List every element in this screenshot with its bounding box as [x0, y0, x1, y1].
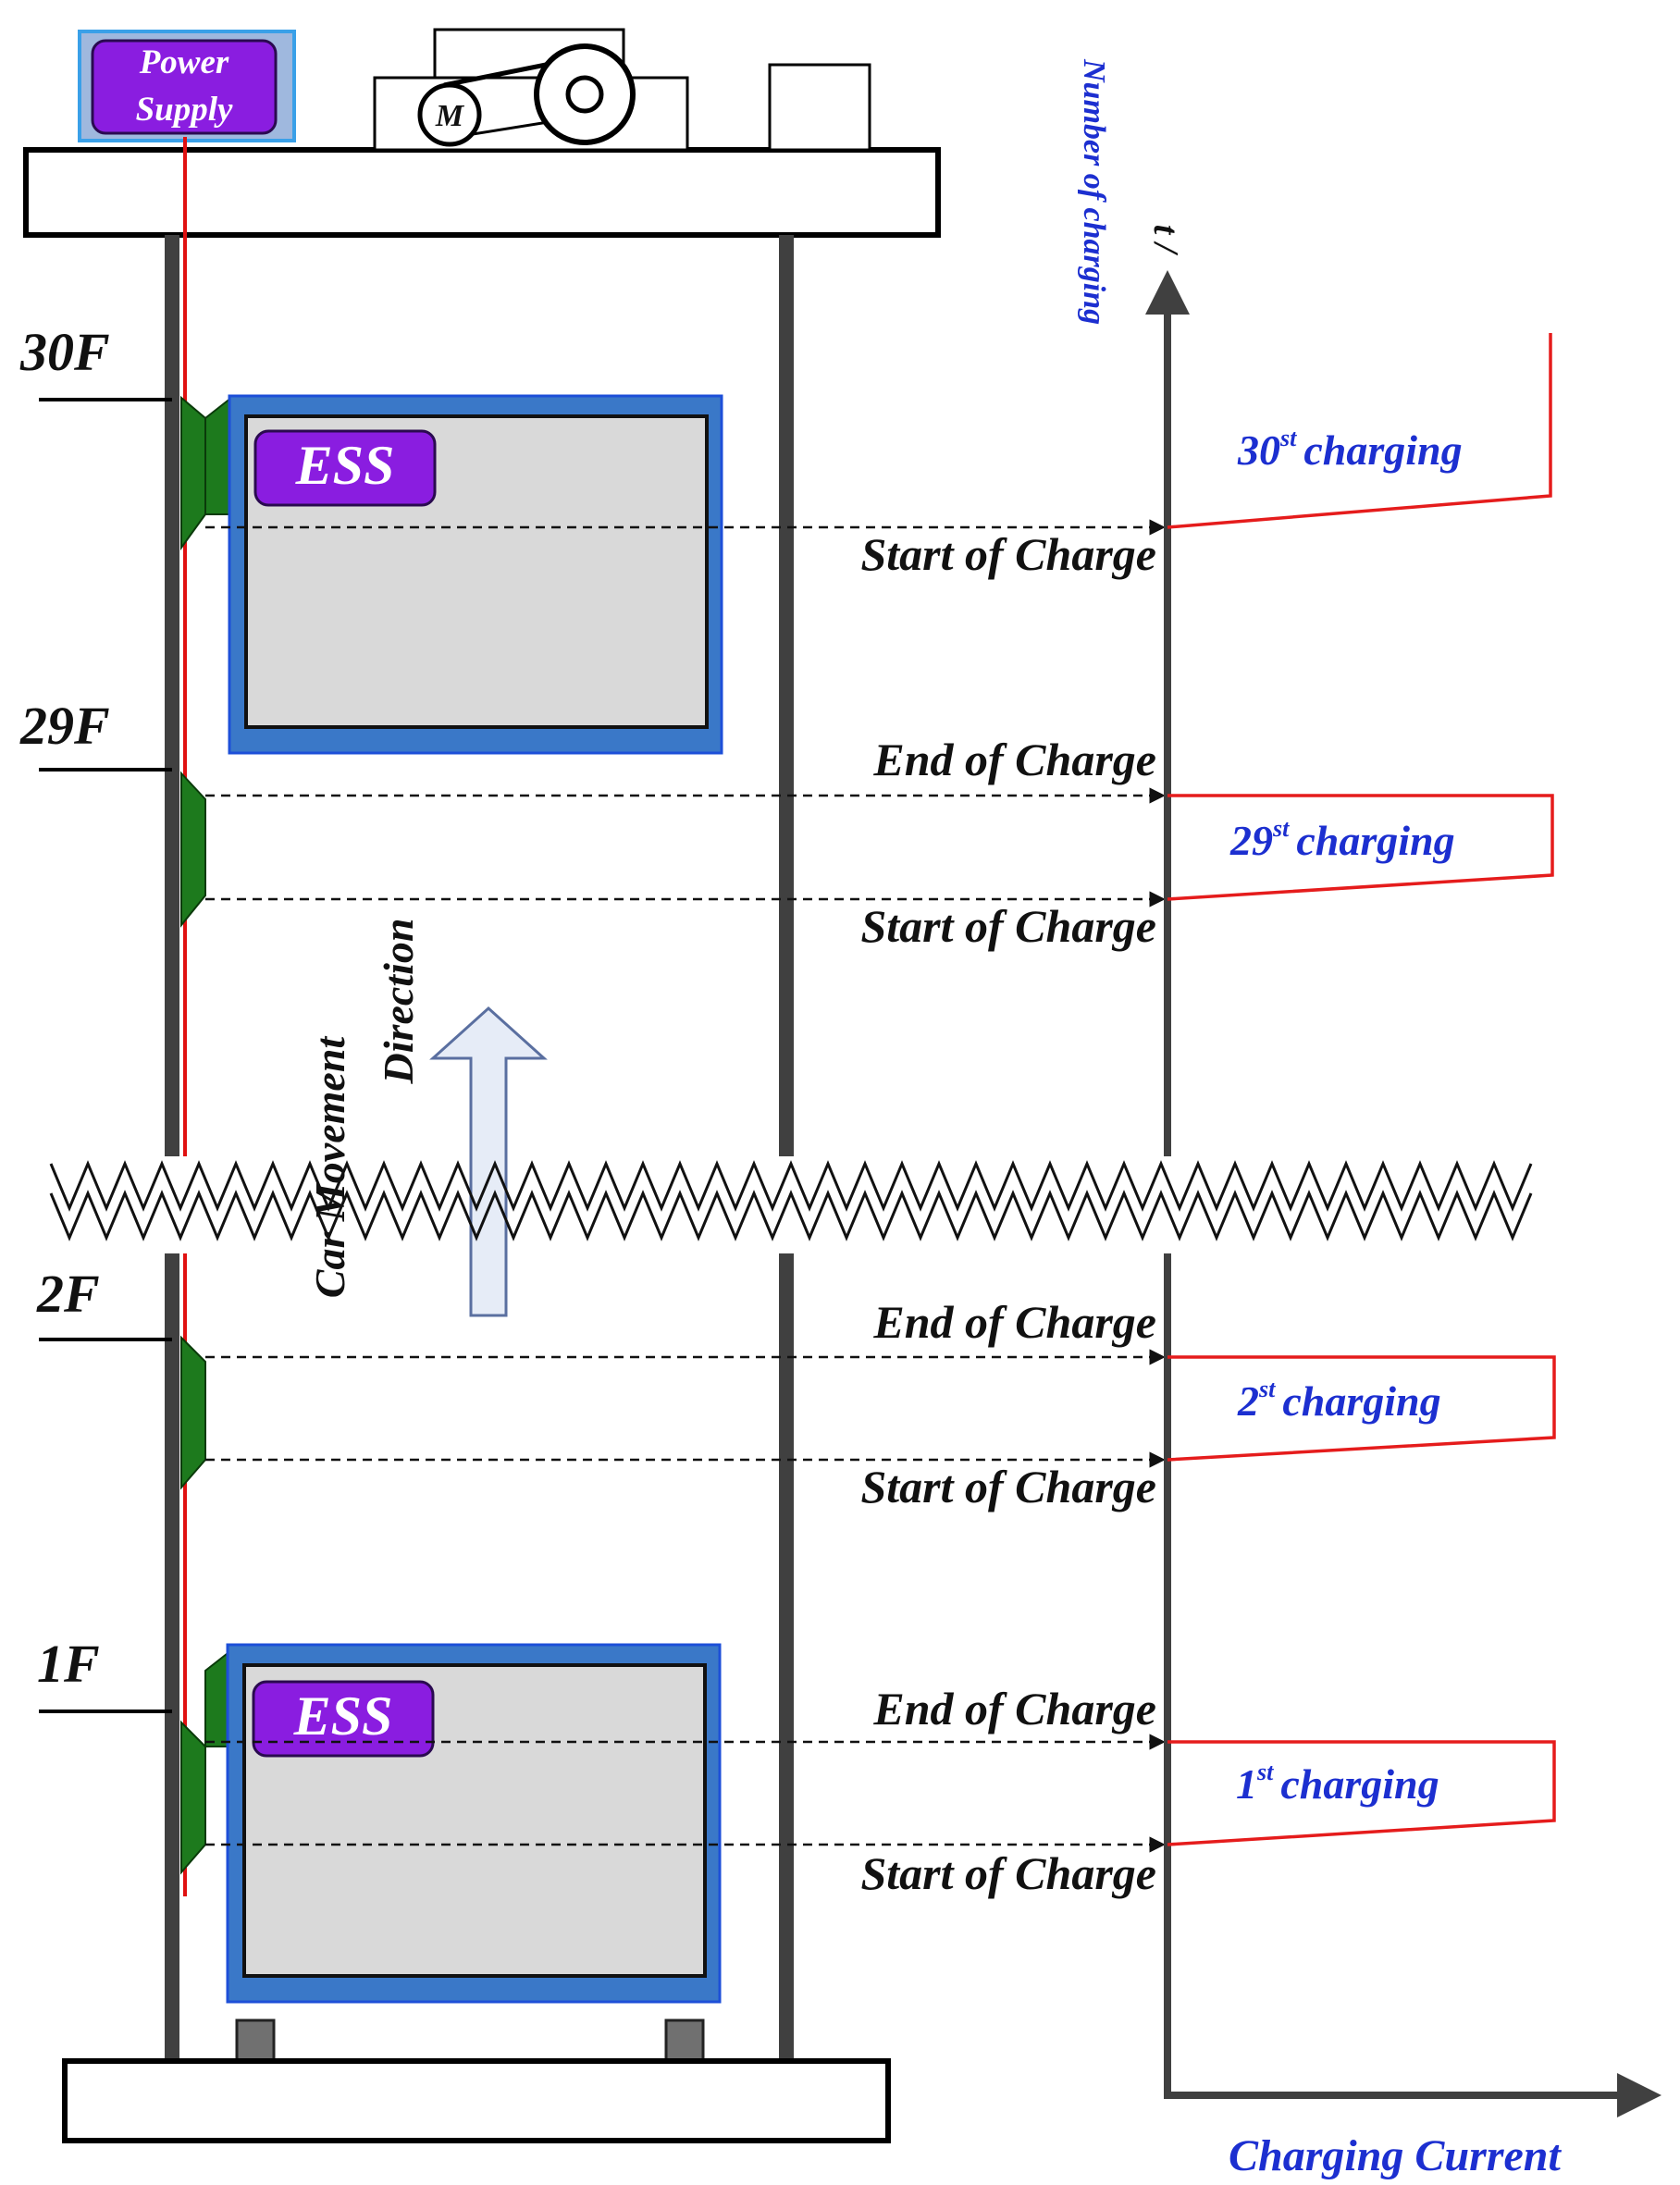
ess-label-top: ESS: [295, 435, 395, 496]
end-of-charge-2: End of Charge: [872, 1296, 1156, 1348]
y-axis-label-line1: t /: [1146, 225, 1185, 256]
start-of-charge-1: Start of Charge: [860, 1847, 1156, 1899]
charging-curves: [1167, 333, 1556, 1846]
diagram-break: [49, 1160, 1533, 1241]
floor-label-29f: 29F: [19, 696, 110, 756]
shoe-29f: [180, 771, 206, 928]
power-supply-label-line2: Supply: [136, 91, 233, 129]
shoe-1f: [180, 1720, 206, 1875]
x-axis-label: Charging Current: [1229, 2131, 1562, 2180]
floor-label-1f: 1F: [37, 1634, 100, 1694]
curve-1: [1167, 1740, 1556, 1846]
curve-2: [1167, 1355, 1556, 1462]
shoe-30f: [180, 395, 206, 551]
car-shoe-top: [204, 395, 232, 515]
level-lines: [205, 519, 1166, 1853]
ess-badge-bottom: [252, 1680, 435, 1758]
controller-box: [768, 63, 871, 152]
axes: t / Number of charging Charging Current: [1077, 58, 1661, 2180]
end-of-charge-29: End of Charge: [872, 734, 1156, 785]
curve-30: [1167, 333, 1552, 529]
floor-label-30f: 30F: [19, 322, 110, 382]
charge-labels: Start of Charge End of Charge Start of C…: [860, 528, 1156, 1899]
ess-label-bottom: ESS: [293, 1685, 393, 1747]
shoe-2f: [180, 1335, 206, 1490]
start-of-charge-30: Start of Charge: [860, 528, 1156, 580]
buffer-left: [235, 2018, 276, 2063]
pit-floor: [62, 2058, 891, 2143]
machine-room-beam: [23, 147, 941, 238]
buffer-right: [664, 2018, 705, 2063]
power-supply-box: [91, 39, 278, 135]
curve-29: [1167, 794, 1554, 901]
motor-label: M: [435, 99, 465, 133]
x-axis-arrowhead: [1617, 2073, 1661, 2117]
end-of-charge-1: End of Charge: [872, 1683, 1156, 1734]
power-supply-label-line1: Power: [139, 43, 229, 81]
y-axis-arrowhead: [1145, 270, 1190, 315]
y-axis-label-line2: Number of charging: [1077, 58, 1111, 325]
car-movement-arrow: [429, 1006, 548, 1317]
start-of-charge-2: Start of Charge: [860, 1461, 1156, 1512]
floor-markers: 30F 29F 2F 1F: [19, 322, 172, 1713]
floor-label-2f: 2F: [36, 1264, 100, 1324]
direction-label-line2: Direction: [375, 919, 422, 1085]
start-of-charge-29: Start of Charge: [860, 900, 1156, 952]
car-top: ESS: [228, 394, 723, 755]
ess-badge-top: [253, 429, 437, 507]
traction-machine: M: [373, 28, 689, 152]
car-bottom: ESS: [226, 1643, 722, 2004]
charging-shoes: [180, 395, 232, 1875]
